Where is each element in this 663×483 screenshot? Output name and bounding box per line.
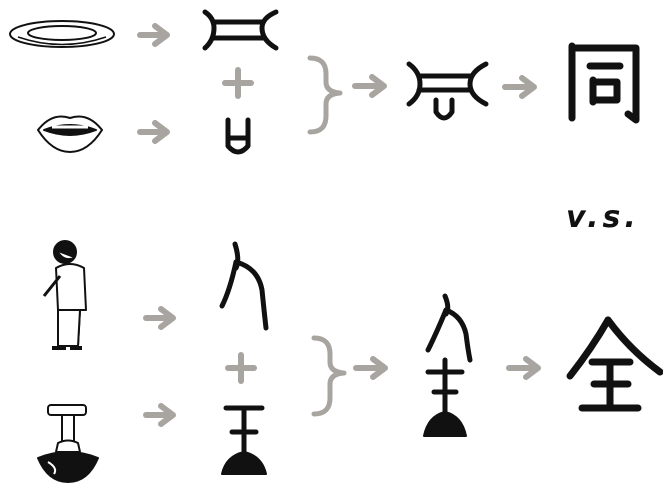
modern-character-tong <box>572 46 636 120</box>
combined-oracle-glyph-quan <box>424 296 470 436</box>
chisel-icon <box>38 405 98 482</box>
plus-icon <box>228 355 254 381</box>
person-oracle-glyph <box>222 244 266 328</box>
chisel-oracle-glyph <box>222 408 266 474</box>
plus-icon <box>225 70 251 96</box>
combined-oracle-glyph-tong <box>409 64 486 118</box>
arrow-icon <box>140 123 167 141</box>
plate-oracle-glyph <box>205 12 276 48</box>
arrow-icon <box>505 78 534 96</box>
arrow-icon <box>355 77 384 95</box>
mouth-icon <box>38 117 102 153</box>
versus-label: v.s. <box>566 196 661 240</box>
arrow-icon <box>356 359 385 377</box>
arrow-icon <box>140 26 167 44</box>
brace-icon <box>314 338 344 414</box>
mouth-oracle-glyph <box>228 120 248 152</box>
arrow-icon <box>146 309 173 327</box>
modern-character-quan <box>570 320 660 408</box>
person-icon <box>44 241 86 348</box>
arrow-icon <box>146 406 173 424</box>
arrow-icon <box>509 359 538 377</box>
plate-icon <box>10 21 114 47</box>
brace-icon <box>310 58 340 132</box>
